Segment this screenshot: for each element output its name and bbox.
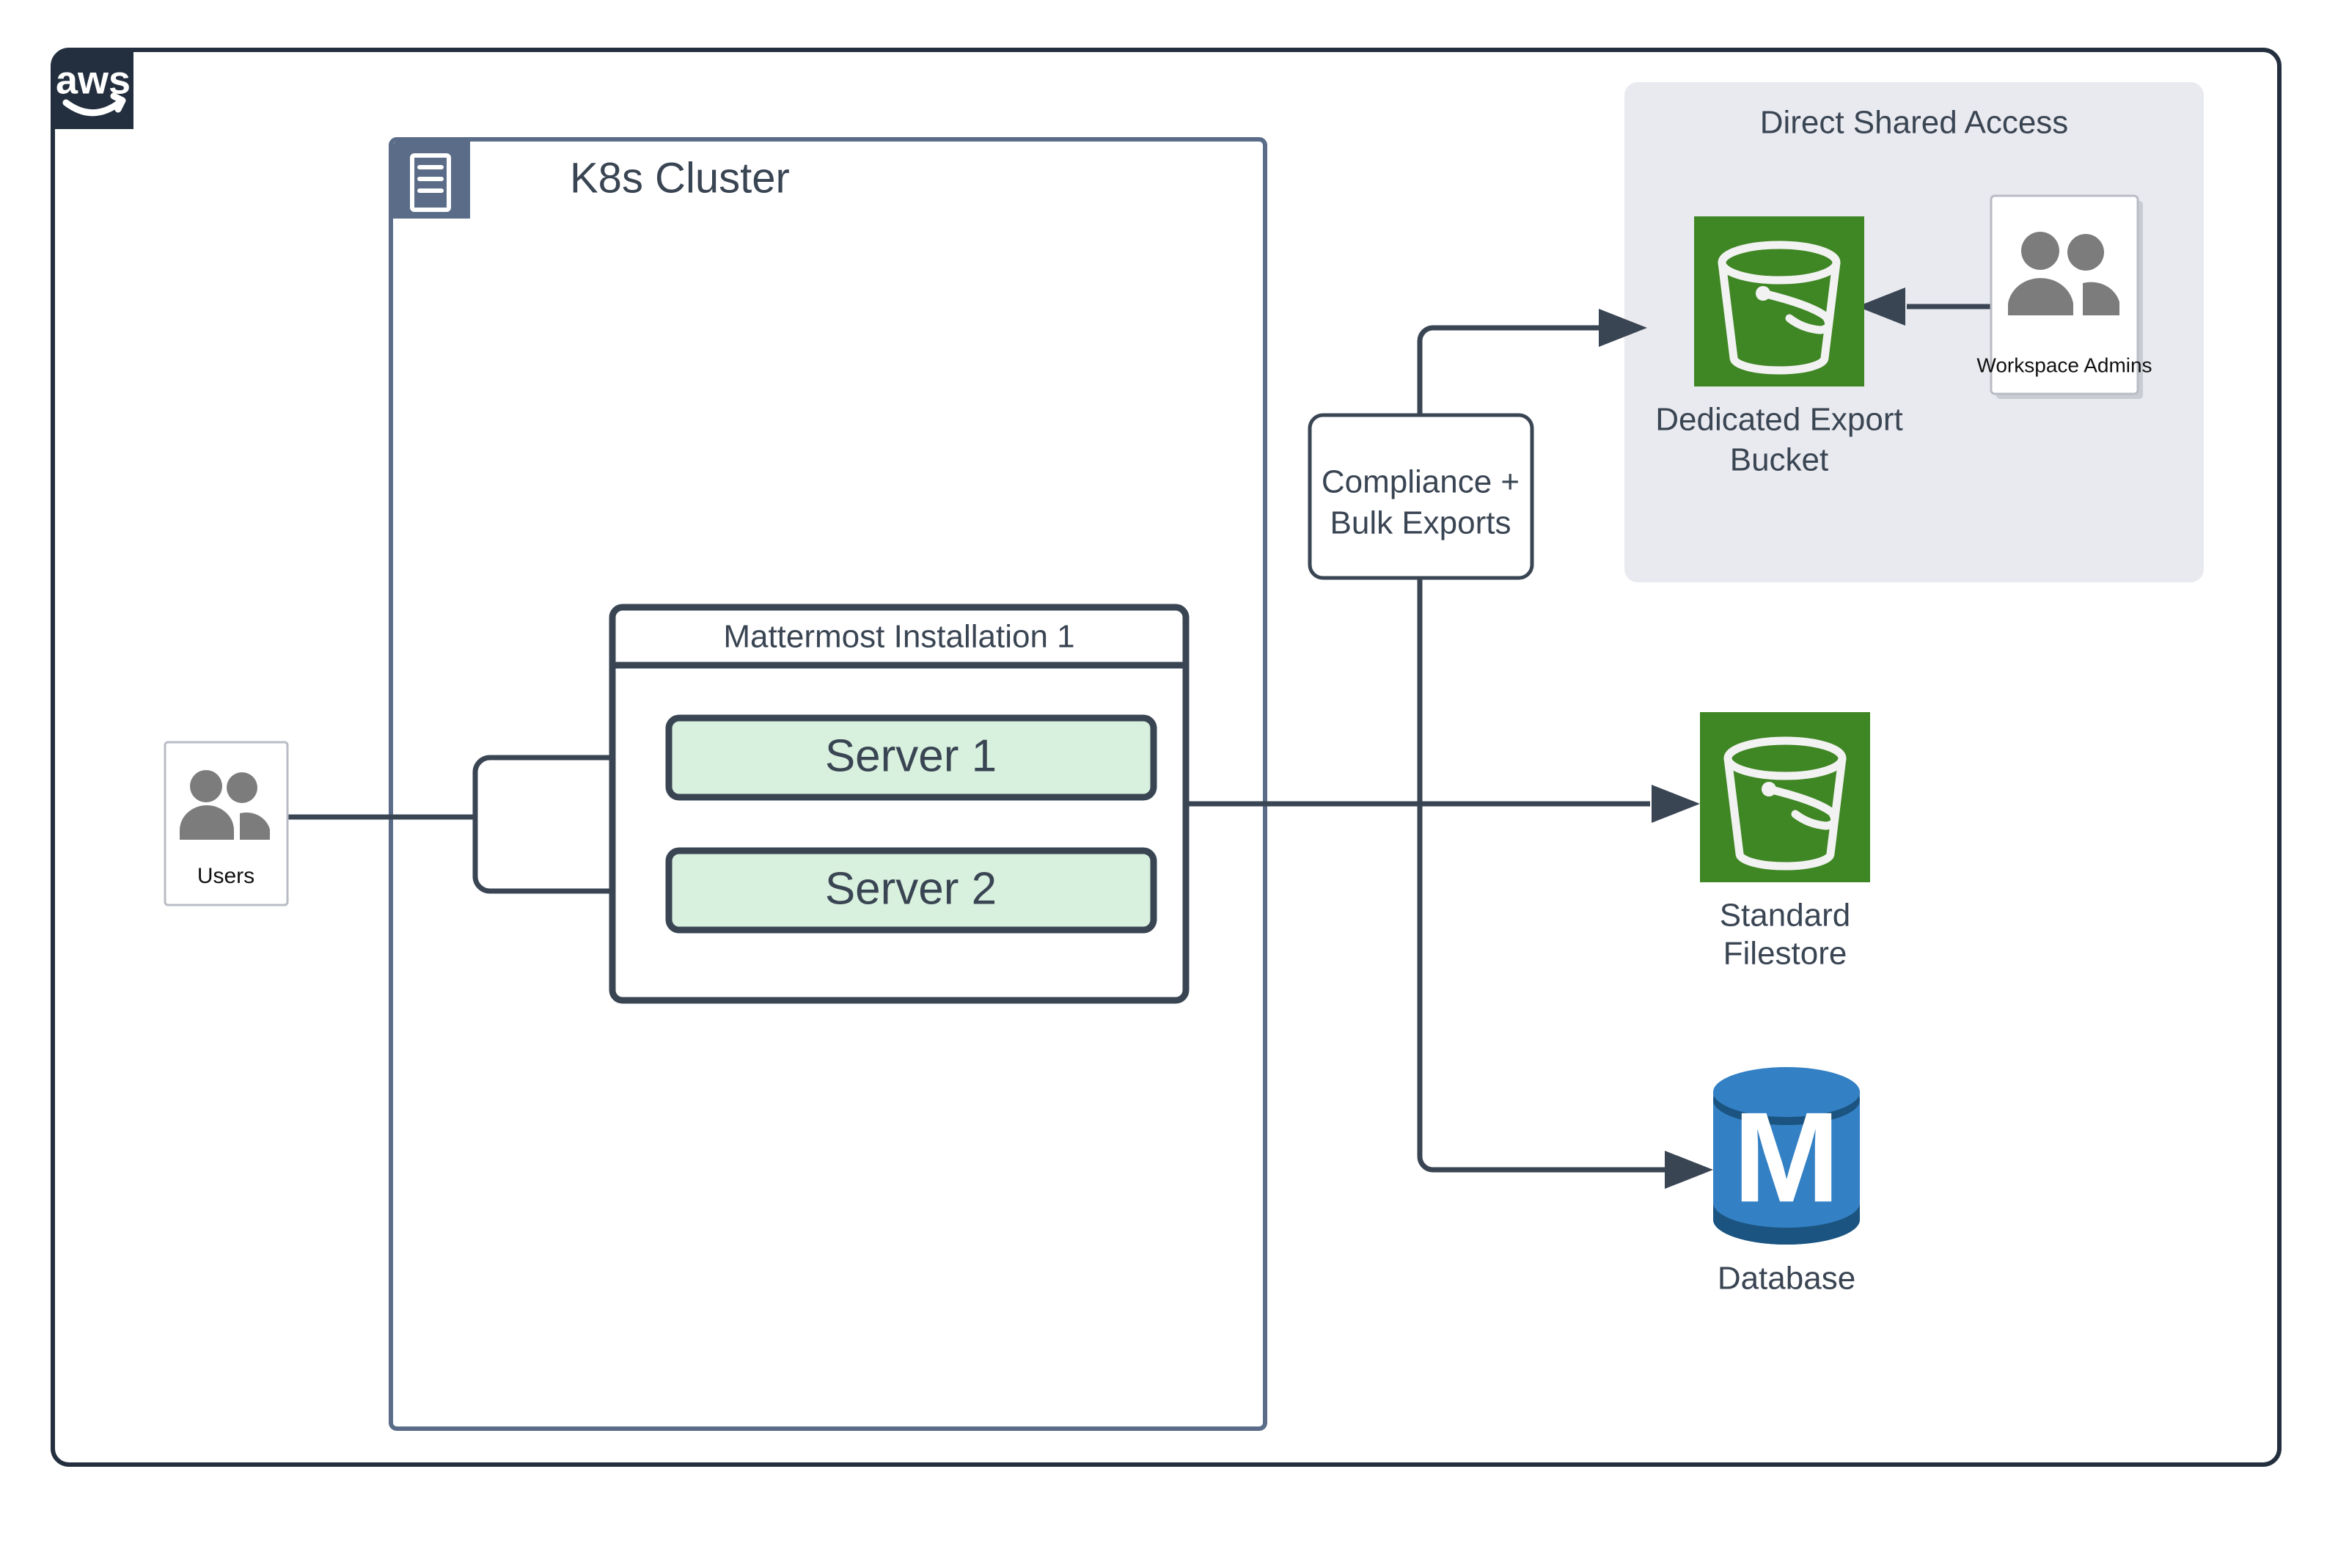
compliance-bulk-exports-node[interactable]: Compliance + Bulk Exports <box>1308 413 1534 580</box>
database-node[interactable]: M Database <box>1713 1067 1860 1297</box>
users-node[interactable]: Users <box>164 741 289 906</box>
s3-bucket-icon <box>1723 736 1847 871</box>
database-cylinder-icon: M <box>1713 1067 1860 1245</box>
edge-admins-to-bucket <box>1857 287 1991 326</box>
database-letter: M <box>1733 1086 1840 1229</box>
workspace-admins-label: Workspace Admins <box>1976 353 2152 376</box>
k8s-cluster-label: K8s Cluster <box>570 154 790 202</box>
server-2-node[interactable]: Server 2 <box>665 847 1157 934</box>
server-rack-icon <box>410 153 451 212</box>
arrowhead-export-bucket <box>1599 309 1647 347</box>
standard-filestore-label-line1: Standard <box>1720 898 1851 934</box>
standard-filestore-node[interactable]: Standard Filestore <box>1700 712 1870 972</box>
export-bucket-label-line2: Bucket <box>1730 442 1829 478</box>
dedicated-export-bucket-node[interactable]: Dedicated Export Bucket <box>1655 216 1903 478</box>
server-1-label: Server 1 <box>825 730 997 781</box>
server-2-label: Server 2 <box>825 863 997 914</box>
arrowhead-bucket-from-admins <box>1857 287 1905 326</box>
direct-shared-access-label: Direct Shared Access <box>1760 105 2069 141</box>
arrowhead-database <box>1665 1151 1713 1189</box>
arrowhead-filestore <box>1652 785 1700 823</box>
compliance-label-line1: Compliance + <box>1322 464 1520 500</box>
server-1-node[interactable]: Server 1 <box>665 714 1157 801</box>
users-icon <box>180 770 270 840</box>
aws-cloud-boundary <box>51 48 2282 1467</box>
workspace-admins-node[interactable]: Workspace Admins <box>1976 194 2152 399</box>
standard-filestore-label-line2: Filestore <box>1723 936 1847 972</box>
database-label: Database <box>1718 1261 1855 1297</box>
export-bucket-label-line1: Dedicated Export <box>1655 402 1903 438</box>
k8s-cluster-container: K8s Cluster <box>389 137 1267 1431</box>
aws-logo-badge: aws <box>53 50 133 129</box>
edge-compliance-trunk <box>1417 309 1713 1189</box>
mattermost-installation-container: Mattermost Installation 1 <box>609 604 1190 1004</box>
mattermost-installation-label: Mattermost Installation 1 <box>723 619 1074 655</box>
s3-bucket-icon <box>1718 241 1841 375</box>
users-label: Users <box>197 864 254 888</box>
compliance-label-line2: Bulk Exports <box>1330 505 1511 541</box>
users-icon <box>2008 232 2119 315</box>
